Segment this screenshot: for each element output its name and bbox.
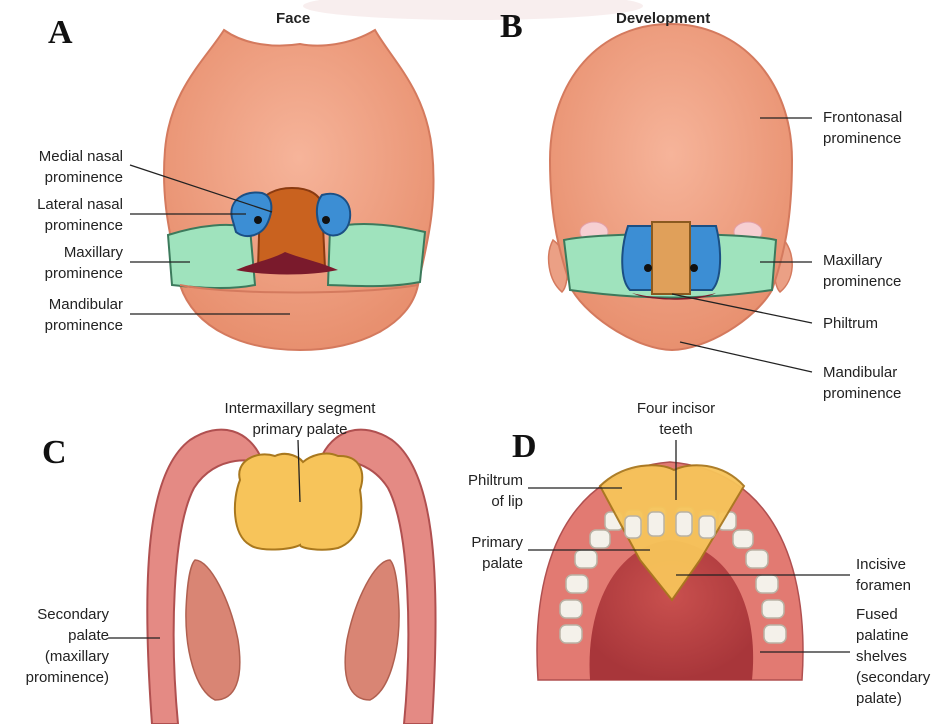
panel-a-lateral-nasal-right xyxy=(317,194,350,236)
heading-development: Development xyxy=(616,10,710,27)
panel-a-nasal-pit-left xyxy=(254,216,262,224)
panel-c-shelf-right xyxy=(345,560,399,700)
leader-b-mandibular xyxy=(680,342,812,372)
panel-b-nostril-right xyxy=(690,264,698,272)
panel-d-mouth xyxy=(528,440,850,680)
panel-b-development xyxy=(549,24,812,372)
label-philtrum: Philtrum xyxy=(823,313,878,334)
panel-letter-c: C xyxy=(42,436,67,470)
panel-c-shelf-left xyxy=(186,560,240,700)
panel-letter-b: B xyxy=(500,10,523,44)
panel-letter-d: D xyxy=(512,430,537,464)
watermark-logo xyxy=(303,0,643,20)
panel-letter-a: A xyxy=(48,16,73,50)
panel-b-nostril-left xyxy=(644,264,652,272)
panel-b-head xyxy=(550,24,792,350)
panel-c-palate xyxy=(108,430,436,724)
heading-face: Face xyxy=(276,10,310,27)
panel-a-nasal-pit-right xyxy=(322,216,330,224)
panel-b-philtrum xyxy=(652,222,690,294)
panel-a-face xyxy=(130,30,434,350)
